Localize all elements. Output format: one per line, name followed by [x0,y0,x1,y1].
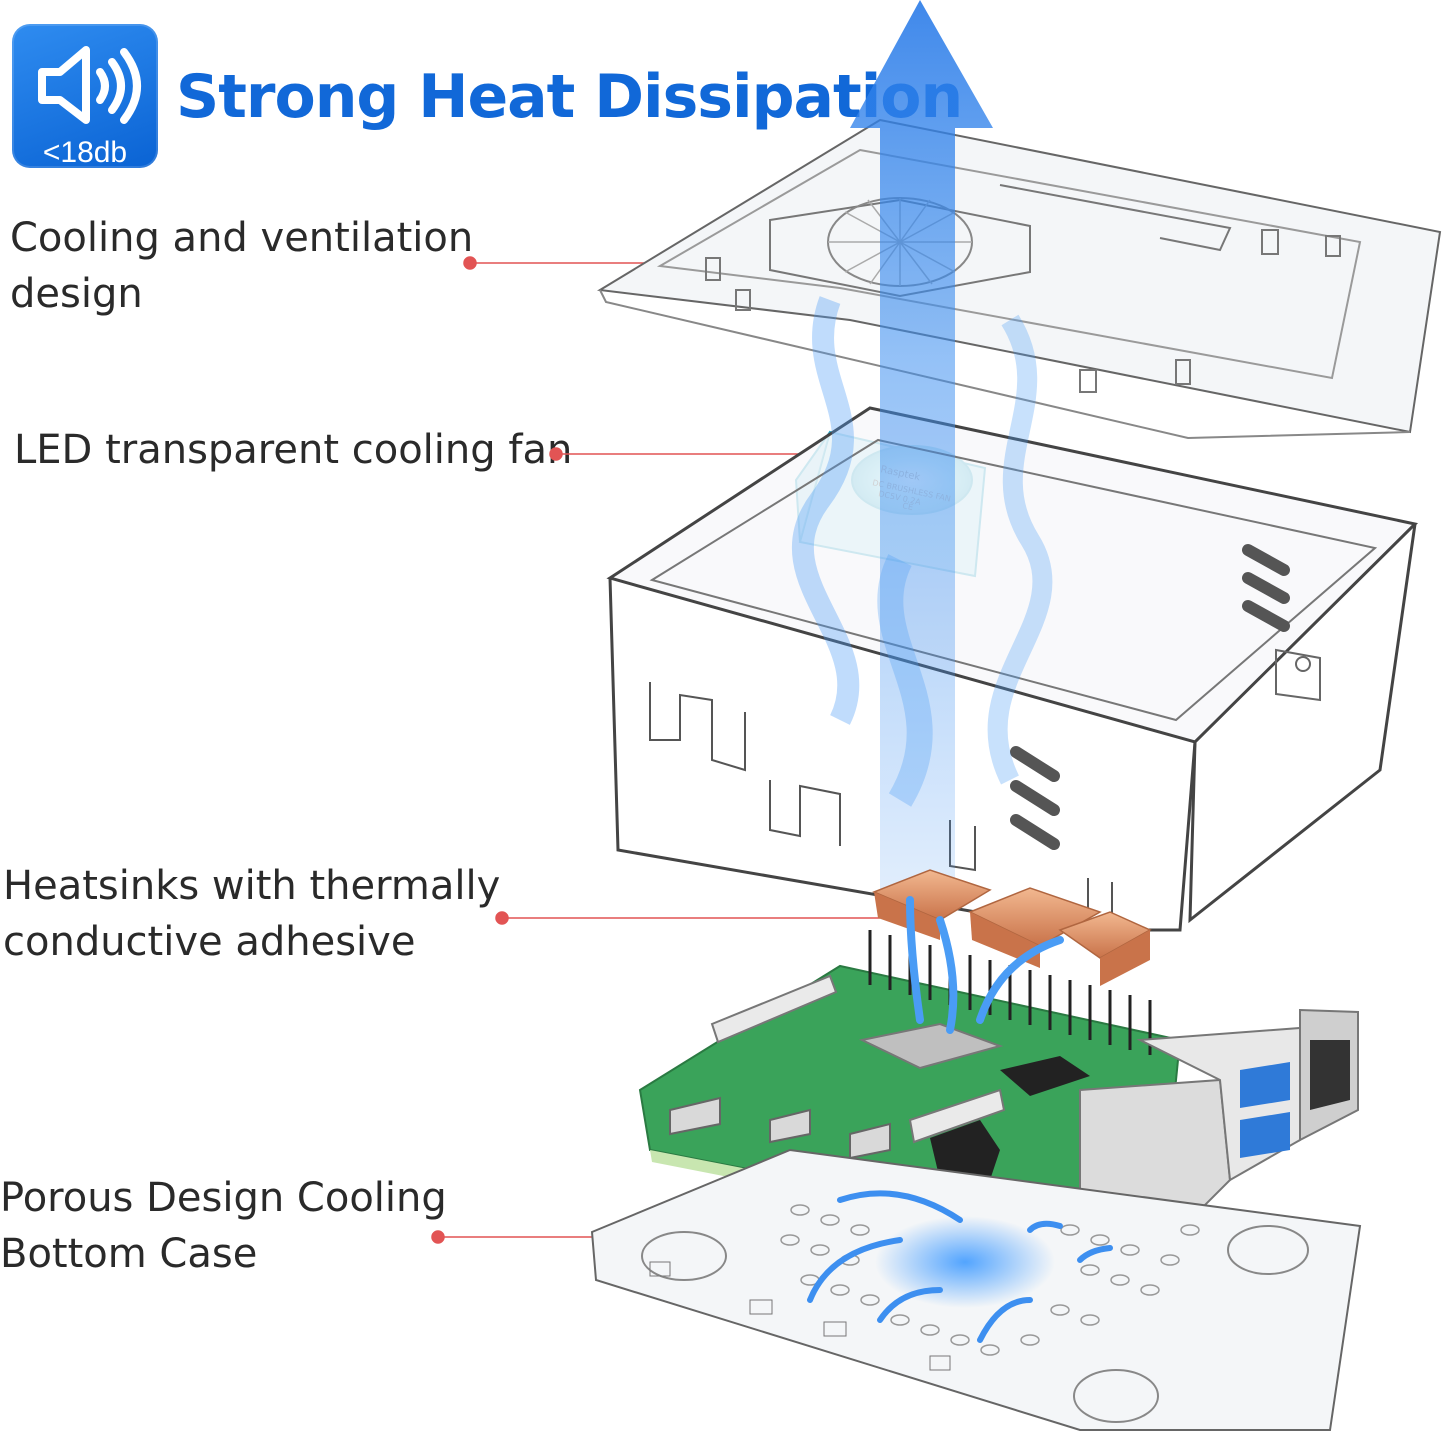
callout-ventilation-line1: Cooling and ventilation [10,215,474,261]
bottom-case [590,896,1362,1431]
fan-brand-label: Rasptek [879,464,921,483]
callout-heatsinks-line2: conductive adhesive [3,919,416,965]
noise-badge: <18db [12,24,158,169]
callout-ventilation-line2: design [10,271,143,317]
airflow-arrows-board [906,896,1064,1034]
speaker-icon [38,46,141,124]
fan-mark-label: CE [902,501,914,512]
raspberry-pi-board [638,930,1359,1242]
top-lid [597,118,1442,440]
fan-model-label: DC BRUSHLESS FAN [872,478,952,503]
callout-bottom-case-line2: Bottom Case [0,1231,258,1277]
fan-rating-label: DC5V 0.2A [878,489,922,507]
cooling-fan: Rasptek DC BRUSHLESS FAN DC5V 0.2A CE [794,430,987,578]
leader-lines [431,256,880,1244]
airflow-column [791,0,1053,900]
airflow-arrows-bottom [807,1190,1113,1343]
vent-holes [780,1204,1200,1356]
middle-case [606,406,1419,932]
heatsinks [872,869,1152,986]
callout-heatsinks: Heatsinks with thermally conductive adhe… [3,858,500,970]
page-title: Strong Heat Dissipation [176,62,963,132]
callout-fan-line1: LED transparent cooling fan [14,427,573,473]
callout-fan: LED transparent cooling fan [14,422,572,478]
noise-level-label: <18db [42,136,128,169]
callout-bottom-case-line1: Porous Design Cooling [0,1175,447,1221]
airflow-cloud [875,1216,1055,1308]
callout-bottom-case: Porous Design Cooling Bottom Case [0,1170,447,1282]
callout-ventilation: Cooling and ventilation design [10,210,473,322]
callout-heatsinks-line1: Heatsinks with thermally [3,863,501,909]
